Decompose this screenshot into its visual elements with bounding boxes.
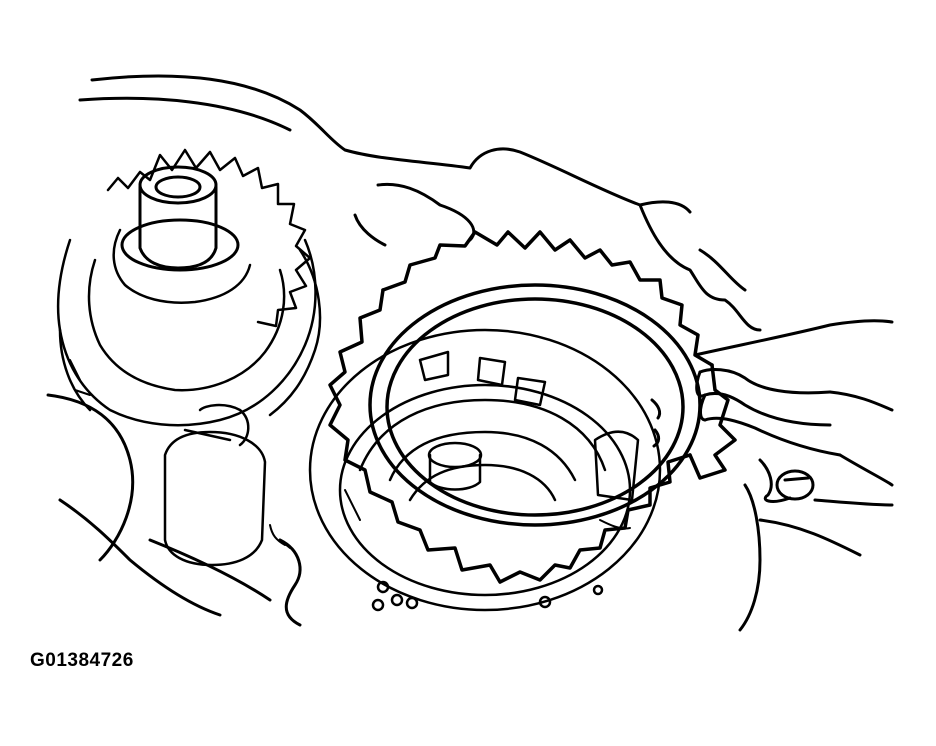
housing-boss [163, 403, 267, 567]
hand [650, 319, 894, 507]
gear-shaft [120, 165, 240, 272]
gear-assembly [56, 148, 322, 427]
clutch-internals [418, 350, 640, 502]
figure-id-label: G01384726 [30, 650, 134, 671]
transmission-case [46, 74, 862, 632]
detail-marks [69, 359, 631, 549]
